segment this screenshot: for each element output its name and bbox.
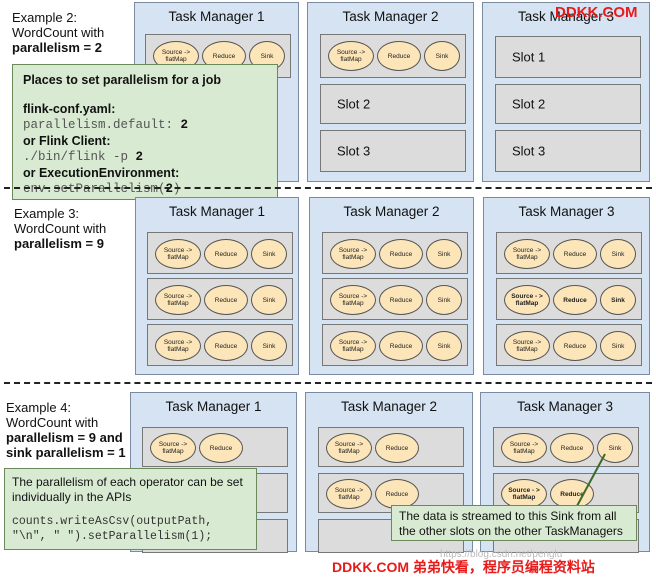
example-4-label: Example 4: WordCount with parallelism = … <box>6 400 126 460</box>
reduce-op: Reduce <box>553 239 597 269</box>
reduce-op: Reduce <box>379 331 423 361</box>
source-flatmap-op: Source -> flatMap <box>150 433 196 463</box>
sink-op: Sink <box>424 41 460 71</box>
sink-op: Sink <box>600 331 636 361</box>
source-flatmap-op: Source -> flatMap <box>330 331 376 361</box>
slot-2: Slot 2 <box>320 84 466 124</box>
sink-op: Sink <box>251 331 287 361</box>
slot-3: Slot 3 <box>320 130 466 172</box>
reduce-op: Reduce <box>375 433 419 463</box>
reduce-op: Reduce <box>550 433 594 463</box>
source-flatmap-op: Source -> flatMap <box>155 331 201 361</box>
reduce-op: Reduce <box>550 479 594 509</box>
source-flatmap-op: Source -> flatMap <box>326 479 372 509</box>
example-3-label: Example 3: WordCount with parallelism = … <box>14 206 107 251</box>
source-flatmap-op: Source -> flatMap <box>330 285 376 315</box>
watermark-url: https://blog.csdn.net/penglu <box>440 549 563 560</box>
reduce-op: Reduce <box>204 331 248 361</box>
slot-2: Slot 2 <box>495 84 641 124</box>
slot: Source -> flatMap Reduce Sink <box>320 34 466 78</box>
slot-3: Slot 3 <box>495 130 641 172</box>
reduce-op: Reduce <box>377 41 421 71</box>
sink-op: Sink <box>600 239 636 269</box>
sink-op: Sink <box>600 285 636 315</box>
reduce-op: Reduce <box>379 285 423 315</box>
sink-op: Sink <box>251 239 287 269</box>
operator-parallelism-callout: The parallelism of each operator can be … <box>4 468 257 550</box>
source-flatmap-op: Source - > flatMap <box>501 479 547 509</box>
watermark-bottom: DDKK.COM 弟弟快看，程序员编程资料站 <box>332 559 595 575</box>
section-divider-2 <box>4 382 652 384</box>
source-flatmap-op: Source - > flatMap <box>504 285 550 315</box>
source-flatmap-op: Source -> flatMap <box>501 433 547 463</box>
section1-task-manager-2: Task Manager 2 Source -> flatMap Reduce … <box>307 2 474 182</box>
reduce-op: Reduce <box>379 239 423 269</box>
reduce-op: Reduce <box>204 239 248 269</box>
section1-task-manager-3: Task Manager 3 Slot 1 Slot 2 Slot 3 <box>482 2 650 182</box>
reduce-op: Reduce <box>204 285 248 315</box>
example-2-label: Example 2: WordCount with parallelism = … <box>12 10 105 55</box>
section-divider-1 <box>4 187 652 189</box>
source-flatmap-op: Source -> flatMap <box>326 433 372 463</box>
source-flatmap-op: Source -> flatMap <box>504 239 550 269</box>
sink-op: Sink <box>426 285 462 315</box>
parallelism-settings-callout: Places to set parallelism for a job flin… <box>12 64 278 200</box>
sink-stream-callout: The data is streamed to this Sink from a… <box>391 505 637 541</box>
slot-1: Slot 1 <box>495 36 641 78</box>
source-flatmap-op: Source -> flatMap <box>504 331 550 361</box>
source-flatmap-op: Source -> flatMap <box>155 285 201 315</box>
watermark-top: DDKK.COM <box>555 4 638 21</box>
sink-op: Sink <box>426 331 462 361</box>
sink-op: Sink <box>426 239 462 269</box>
source-flatmap-op: Source -> flatMap <box>328 41 374 71</box>
source-flatmap-op: Source -> flatMap <box>155 239 201 269</box>
sink-op: Sink <box>251 285 287 315</box>
source-flatmap-op: Source -> flatMap <box>330 239 376 269</box>
reduce-op: Reduce <box>553 331 597 361</box>
reduce-op: Reduce <box>553 285 597 315</box>
reduce-op: Reduce <box>199 433 243 463</box>
